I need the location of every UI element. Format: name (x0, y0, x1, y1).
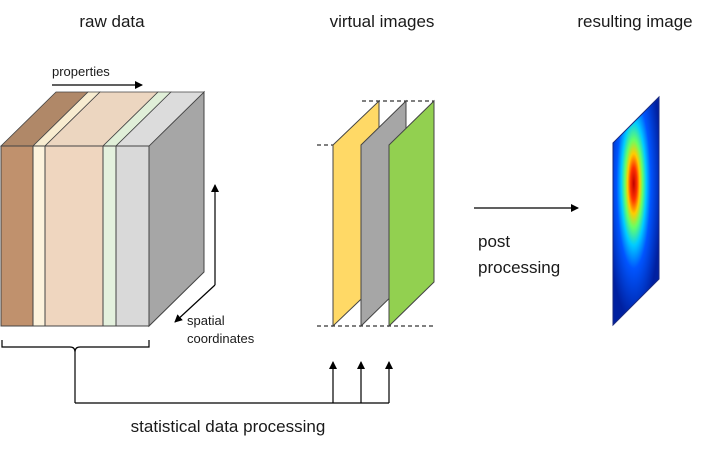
slab-front-mint (102, 145, 117, 327)
statistical-processing-connector (74, 352, 393, 404)
post-label: post (478, 232, 510, 251)
raw-data-brace (1, 340, 150, 353)
properties-label: properties (52, 64, 110, 79)
slab-front-cream (32, 145, 46, 327)
virtual-image-green (388, 99, 435, 328)
virtual-images-group (317, 99, 435, 328)
virtual-images-heading: virtual images (330, 12, 435, 31)
resulting-image-heading: resulting image (577, 12, 692, 31)
resulting-heatmap-image (612, 95, 660, 327)
spatial-diagonal-arrow (174, 284, 216, 323)
raw-data-heading: raw data (79, 12, 145, 31)
spatial-label: spatial (187, 313, 225, 328)
slab-front-gray (115, 145, 150, 327)
raw-data-cube (0, 90, 205, 328)
coordinates-label: coordinates (187, 331, 255, 346)
processing-label: processing (478, 258, 560, 277)
slab-front-peach (44, 145, 104, 327)
slab-front-brown (0, 145, 34, 327)
statistical-processing-label: statistical data processing (131, 417, 326, 436)
